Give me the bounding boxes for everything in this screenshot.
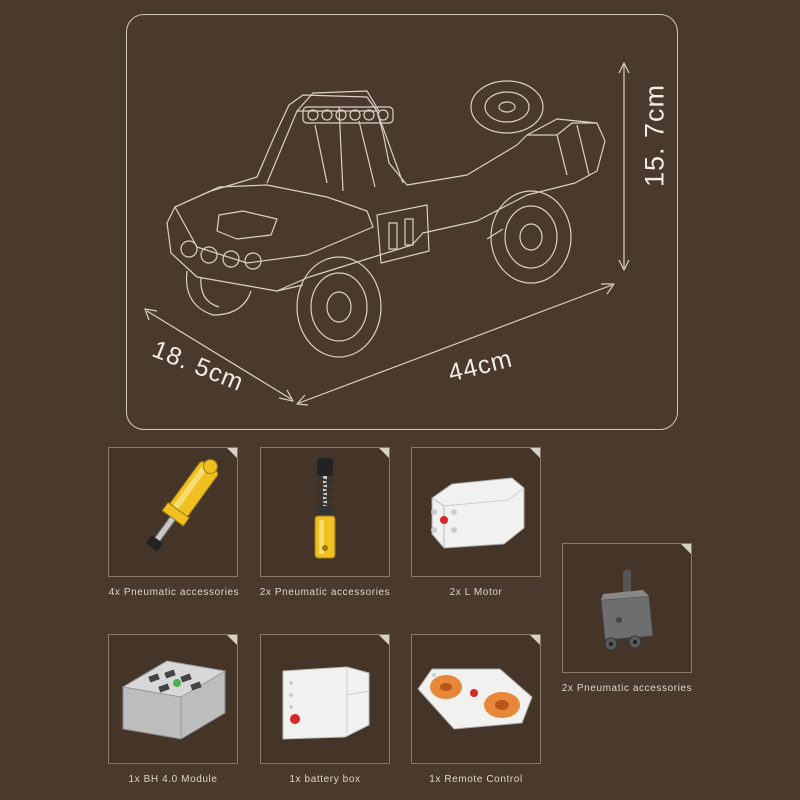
accessory-caption: 4x Pneumatic accessories <box>108 587 240 598</box>
accessory-caption: 1x battery box <box>289 774 361 785</box>
accessory-caption: 1x BH 4.0 Module <box>128 774 218 785</box>
accessory-caption: 2x Pneumatic accessories <box>259 587 391 598</box>
bh-module-icon <box>121 660 227 740</box>
product-stage <box>126 14 678 430</box>
battery-box-icon <box>282 666 370 740</box>
accessory-tile-pneumatic-cylinder <box>108 447 238 577</box>
pneumatic-cylinder-icon <box>146 459 219 551</box>
accessory-tile-remote-control <box>411 634 541 764</box>
accessory-tile-bh-module <box>108 634 238 764</box>
truck-outline-icon <box>144 62 630 406</box>
accessory-caption: 2x L Motor <box>449 587 503 598</box>
accessory-tile-battery-box <box>260 634 390 764</box>
accessory-caption: 2x Pneumatic accessories <box>561 683 693 694</box>
accessory-tile-pneumatic-pump <box>260 447 390 577</box>
height-dimension-label: 15. 7cm <box>639 83 670 188</box>
pneumatic-pump-icon <box>314 458 336 559</box>
accessory-caption: 1x Remote Control <box>429 774 523 785</box>
pneumatic-switch-icon <box>600 570 654 651</box>
accessory-tile-l-motor <box>411 447 541 577</box>
accessory-tile-pneumatic-switch <box>562 543 692 673</box>
remote-control-icon <box>417 668 533 730</box>
l-motor-icon <box>431 477 525 549</box>
